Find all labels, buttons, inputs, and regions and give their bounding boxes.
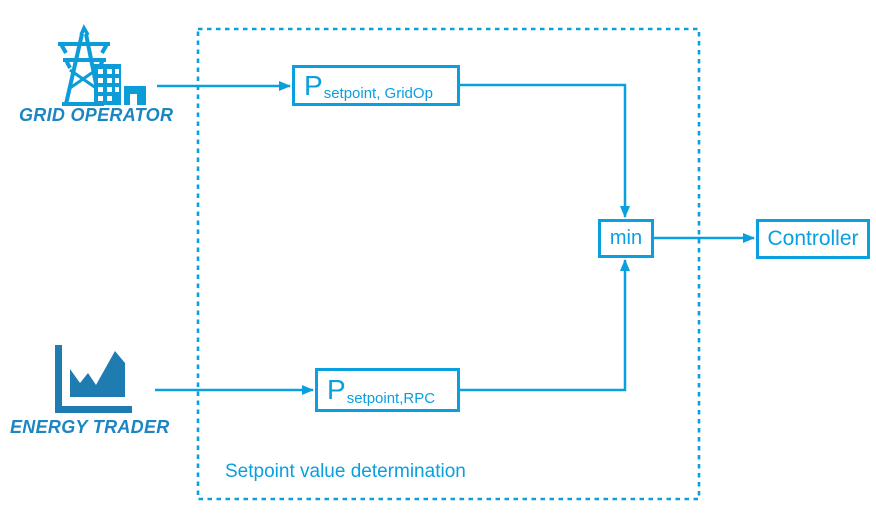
gridop-symbol: P <box>304 69 323 101</box>
power-grid-icon <box>58 24 146 106</box>
node-controller: Controller <box>756 219 870 259</box>
gridop-subscript: setpoint, GridOp <box>323 85 433 102</box>
node-min: min <box>598 219 654 258</box>
grid-operator-label: GRID OPERATOR <box>19 105 174 125</box>
rpc-subscript: setpoint,RPC <box>346 389 436 407</box>
rpc-symbol: P <box>327 374 346 405</box>
node-setpoint-rpc: P setpoint,RPC <box>315 368 460 412</box>
edge-rpc-box-to-min <box>460 259 630 392</box>
setpoint-region-label: Setpoint value determination <box>225 461 466 482</box>
market-chart-icon <box>55 345 132 413</box>
edge-gridop-box-to-min <box>460 83 630 218</box>
energy-trader-label: ENERGY TRADER <box>10 417 170 437</box>
node-setpoint-gridop: P setpoint, GridOp <box>292 65 460 106</box>
